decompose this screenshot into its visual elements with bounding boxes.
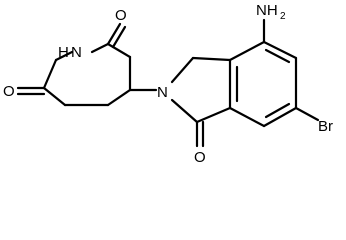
bond-c6-c5	[106, 42, 132, 59]
bond-ch2-c3a	[191, 56, 232, 62]
label-nh-n: N	[71, 44, 82, 61]
bond-n-ch2	[170, 56, 195, 84]
label-amine: NH	[256, 2, 278, 19]
bond-c1-n	[170, 98, 199, 124]
bond-c4-c3	[106, 88, 132, 107]
label-bromine: Br	[318, 118, 333, 135]
isoindolinone-ring	[170, 56, 232, 148]
bond-c6-br	[294, 106, 320, 122]
label-lactam-oxygen: O	[194, 149, 206, 166]
bond-carbonyl-top-a	[106, 22, 122, 46]
label-imide-oxygen-left: O	[3, 83, 15, 100]
bond-c7-c7a	[228, 106, 266, 128]
bond-inner-c6-c7	[264, 102, 291, 119]
bond-c7a-c1	[195, 106, 232, 124]
label-amine-subscript: 2	[280, 11, 286, 22]
label-nh-h: H	[58, 44, 69, 61]
label-imide-oxygen-top: O	[115, 7, 127, 24]
bond-carbonyl-top-b	[111, 25, 127, 49]
bond-inner-c4-c5	[264, 48, 291, 64]
label-lactam-nitrogen: N	[157, 84, 168, 101]
bond-n1-c6	[90, 42, 110, 54]
benzene-ring	[228, 40, 298, 128]
bond-c6-c7	[262, 106, 298, 128]
glutarimide-ring	[16, 22, 132, 107]
bond-c2-n1	[42, 58, 58, 90]
bond-c4-c5	[262, 40, 298, 60]
chemical-structure-diagram: H N O O N O NH 2 Br	[3, 2, 333, 166]
bond-c3a-c4	[228, 40, 266, 62]
bond-c2b-c2	[42, 86, 67, 107]
bond-n1-c2	[54, 50, 74, 62]
